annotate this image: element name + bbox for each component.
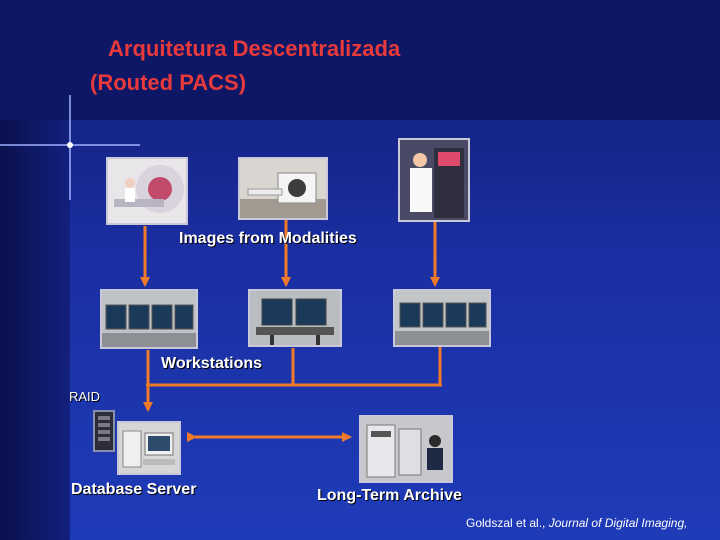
raid-unit-photo xyxy=(93,410,115,452)
credit-authors: Goldszal et al., xyxy=(466,516,546,530)
credit-line: Goldszal et al., Journal of Digital Imag… xyxy=(466,516,687,530)
scanner-technician-photo xyxy=(398,138,470,222)
database-server-photo xyxy=(117,421,181,475)
modalities-label: Images from Modalities xyxy=(179,230,357,247)
database-server-label: Database Server xyxy=(71,481,197,498)
archive-system-photo xyxy=(359,415,453,483)
credit-journal: Journal of Digital Imaging, xyxy=(548,516,688,530)
archive-label: Long-Term Archive xyxy=(317,487,462,504)
workstation-photo-left xyxy=(100,289,198,349)
workstations-label: Workstations xyxy=(161,355,263,372)
mri-scanner-photo xyxy=(106,157,188,225)
workstation-photo-right xyxy=(393,289,491,347)
ct-scanner-photo xyxy=(238,157,328,220)
workstation-photo-middle xyxy=(248,289,342,347)
raid-label: RAID xyxy=(69,389,101,404)
slide-title-line2: (Routed PACS) xyxy=(90,70,247,95)
title-area xyxy=(0,0,720,120)
slide-title-line1: Arquitetura Descentralizada xyxy=(108,36,401,61)
